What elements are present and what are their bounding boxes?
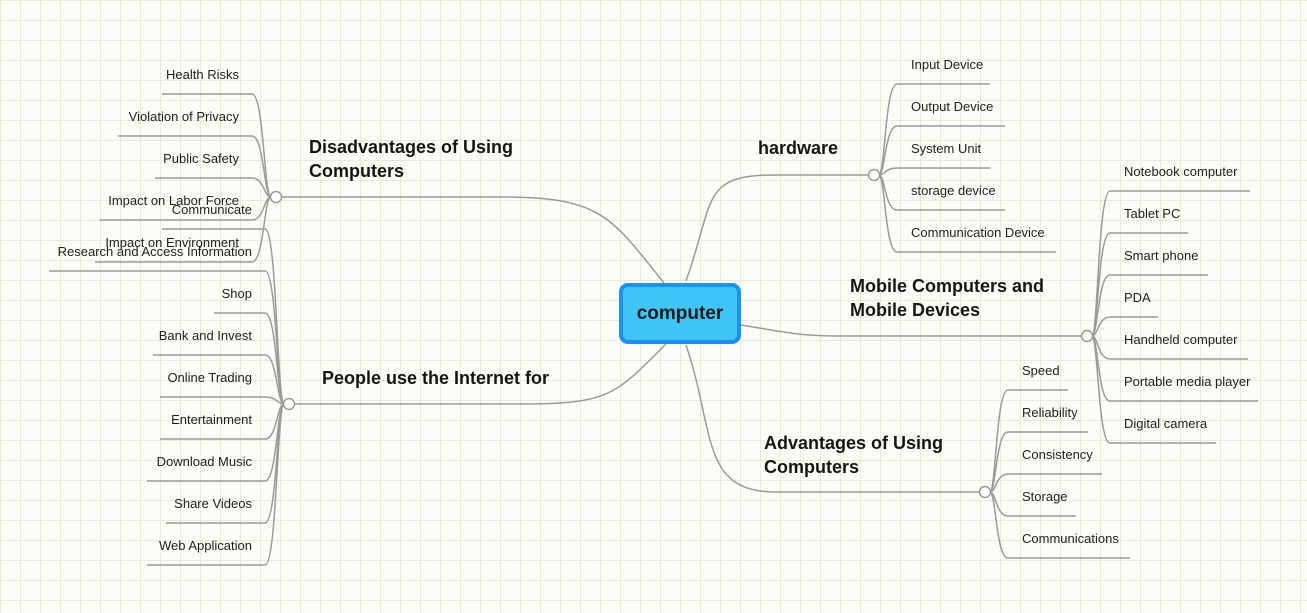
connector-mobile-6	[1091, 335, 1216, 444]
leaf-advantages-item[interactable]: Storage	[1022, 489, 1068, 504]
connector-hardware-1	[878, 125, 1005, 176]
leaf-internet-item[interactable]: Research and Access Information	[57, 244, 252, 259]
connector-mobile-3	[1091, 316, 1158, 337]
leaf-mobile-item[interactable]: Digital camera	[1124, 416, 1208, 431]
hub-node-internet[interactable]	[282, 397, 296, 411]
connector-advantages-2	[989, 473, 1102, 493]
leaf-internet-item[interactable]: Download Music	[156, 454, 252, 469]
central-topic[interactable]: computer	[619, 283, 741, 344]
leaf-internet-item[interactable]: Shop	[221, 286, 252, 301]
leaf-hardware-item[interactable]: Communication Device	[911, 225, 1045, 240]
leaf-internet-item[interactable]: Web Application	[159, 538, 252, 553]
topic-advantages[interactable]: Advantages of Using Computers	[764, 433, 944, 477]
hub-node-mobile[interactable]	[1080, 329, 1094, 343]
connector-internet-8	[147, 403, 285, 566]
topic-internet-uses[interactable]: People use the Internet for	[322, 368, 550, 388]
leaf-hardware-item[interactable]: System Unit	[911, 141, 982, 156]
connector-mobile-2	[1091, 274, 1208, 337]
connector-hardware-4	[878, 174, 1056, 253]
branch-line-disadvantages	[281, 196, 665, 284]
connector-disadvantages-4	[95, 196, 272, 263]
leaf-advantages-item[interactable]: Speed	[1022, 363, 1060, 378]
leaf-hardware-item[interactable]: storage device	[911, 183, 996, 198]
leaf-disadvantages-item[interactable]: Impact on Labor Force	[108, 193, 239, 208]
leaf-disadvantages-item[interactable]: Impact on Environment	[105, 235, 239, 250]
connector-internet-4	[160, 396, 285, 405]
leaf-internet-item[interactable]: Entertainment	[171, 412, 252, 427]
leaf-mobile-item[interactable]: Tablet PC	[1124, 206, 1181, 221]
topic-disadvantages[interactable]: Disadvantages of Using Computers	[309, 137, 514, 181]
branch-line-internet	[294, 343, 667, 405]
connector-hardware-0	[878, 83, 990, 176]
leaf-hardware-item[interactable]: Output Device	[911, 99, 994, 114]
leaf-internet-item[interactable]: Communicate	[171, 202, 252, 217]
hub-node-advantages[interactable]	[978, 485, 992, 499]
leaf-disadvantages-item[interactable]: Health Risks	[166, 67, 239, 82]
leaf-disadvantages-item[interactable]: Violation of Privacy	[128, 109, 239, 124]
leaf-internet-item[interactable]: Online Trading	[167, 370, 252, 385]
connector-internet-2	[214, 312, 285, 405]
hub-node-hardware[interactable]	[867, 168, 881, 182]
topic-hardware[interactable]: hardware	[758, 138, 839, 158]
connector-disadvantages-1	[118, 135, 272, 198]
leaf-mobile-item[interactable]: Portable media player	[1124, 374, 1251, 389]
connector-advantages-4	[989, 491, 1130, 559]
leaf-hardware-item[interactable]: Input Device	[911, 57, 984, 72]
leaf-advantages-item[interactable]: Communications	[1022, 531, 1119, 546]
branch-line-hardware	[685, 174, 868, 282]
leaf-internet-item[interactable]: Share Videos	[174, 496, 252, 511]
leaf-mobile-item[interactable]: Notebook computer	[1124, 164, 1238, 179]
topic-mobile-computers[interactable]: Mobile Computers and Mobile Devices	[850, 276, 1045, 320]
connector-internet-3	[153, 354, 285, 405]
leaf-internet-item[interactable]: Bank and Invest	[158, 328, 252, 343]
connector-disadvantages-2	[155, 177, 272, 198]
branch-line-mobile	[740, 324, 1081, 337]
leaf-mobile-item[interactable]: Handheld computer	[1124, 332, 1238, 347]
leaf-mobile-item[interactable]: PDA	[1124, 290, 1151, 305]
connector-advantages-1	[989, 431, 1088, 493]
branch-line-advantages	[685, 344, 980, 493]
leaf-mobile-item[interactable]: Smart phone	[1124, 248, 1199, 263]
connector-hardware-2	[878, 167, 990, 176]
leaf-advantages-item[interactable]: Reliability	[1022, 405, 1078, 420]
leaf-disadvantages-item[interactable]: Public Safety	[163, 151, 239, 166]
hub-node-disadvantages[interactable]	[269, 190, 283, 204]
leaf-advantages-item[interactable]: Consistency	[1022, 447, 1093, 462]
